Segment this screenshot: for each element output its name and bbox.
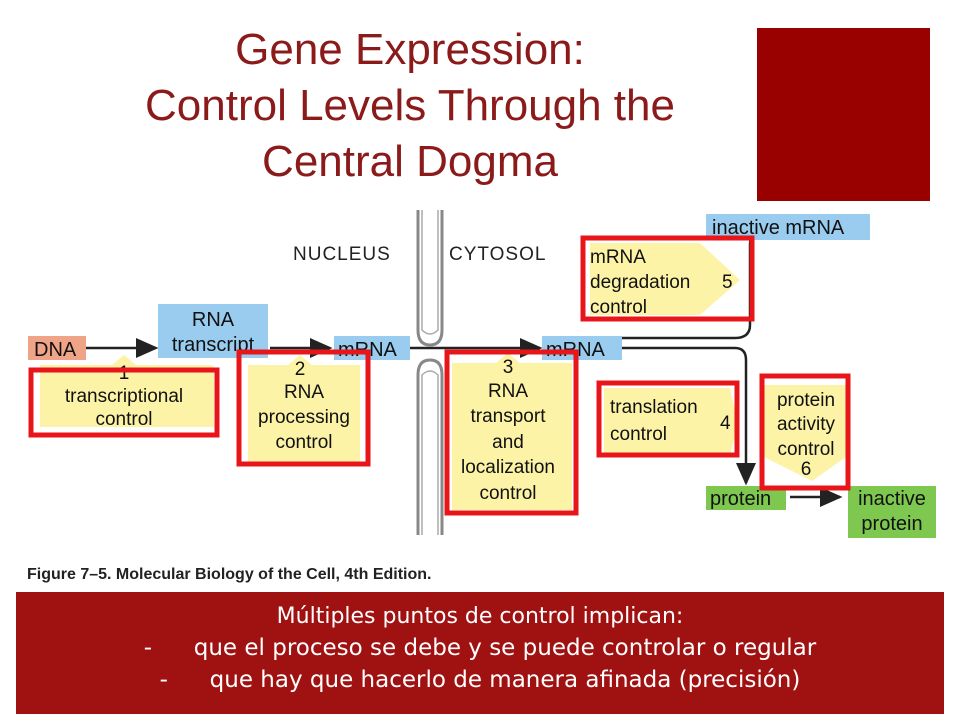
summary-heading: Múltiples puntos de control implican: xyxy=(276,604,684,629)
slide-title: Gene Expression: Control Levels Through … xyxy=(30,22,790,190)
highlight-boxes xyxy=(28,235,851,516)
step-3-line-5: control xyxy=(479,483,536,504)
summary-item: - que el proceso se debe y se puede contr… xyxy=(16,632,944,664)
highlight-box-step-3 xyxy=(444,349,579,516)
step-4-line-2: control xyxy=(610,424,667,445)
highlight-box-step-1 xyxy=(28,367,220,438)
summary-item-text: que hay que hacerlo de manera afinada (p… xyxy=(209,667,801,693)
figure-caption: Figure 7–5. Molecular Biology of the Cel… xyxy=(27,566,432,583)
step-5-line-2: degradation xyxy=(590,272,690,293)
summary-item-text: que el proceso se debe y se puede contro… xyxy=(193,635,817,661)
summary-item: - que hay que hacerlo de manera afinada (… xyxy=(16,664,944,696)
cytosol-label: CYTOSOL xyxy=(449,244,546,265)
step-2-line-1: RNA xyxy=(284,382,324,403)
step-3-line-1: RNA xyxy=(488,381,528,402)
step-backgrounds xyxy=(40,243,846,510)
step-3-line-2: transport xyxy=(471,406,547,427)
title-line-2: Control Levels Through the xyxy=(145,81,675,130)
step-3-line-4: localization xyxy=(461,457,555,478)
inactive-protein-label-2: protein xyxy=(861,513,922,535)
bullet-dash: - xyxy=(143,635,153,661)
step-5-line-3: control xyxy=(590,297,647,318)
inactive-mrna-label: inactive mRNA xyxy=(712,217,845,239)
step-5-line-1: mRNA xyxy=(590,247,646,268)
step-4-number: 4 xyxy=(720,413,731,434)
inactive-protein-label-1: inactive xyxy=(858,488,926,510)
bullet-dash: - xyxy=(159,667,168,693)
step-2-line-2: processing xyxy=(258,407,350,428)
step-4-line-1: translation xyxy=(610,397,698,418)
highlight-box-step-2 xyxy=(236,349,371,467)
highlight-box-step-4 xyxy=(596,380,740,458)
step-5-number: 5 xyxy=(722,272,733,293)
highlight-box-step-5 xyxy=(580,235,755,322)
step-3-line-3: and xyxy=(492,432,524,453)
step-6-line-1: protein xyxy=(777,390,835,411)
nucleus-label: NUCLEUS xyxy=(293,244,391,265)
step-6-number: 6 xyxy=(801,459,812,480)
nuclear-envelope xyxy=(416,210,444,535)
decorative-red-square xyxy=(757,28,930,201)
step-1-line-1: transcriptional xyxy=(65,386,183,407)
rna-transcript-label-2: transcript xyxy=(172,334,255,356)
title-line-3: Central Dogma xyxy=(262,137,558,186)
summary-box: Múltiples puntos de control implican: -q… xyxy=(16,592,944,714)
step-6-line-2: activity xyxy=(777,414,836,435)
title-line-1: Gene Expression: xyxy=(235,25,585,74)
step-2-number: 2 xyxy=(295,359,306,380)
step-3-number: 3 xyxy=(503,357,514,378)
step-1-line-2: control xyxy=(95,409,152,430)
rna-transcript-label-1: RNA xyxy=(192,309,235,331)
gene-expression-diagram: NUCLEUS CYTOSOL DNA RNA transcript mRNA … xyxy=(28,210,936,538)
step-1-number: 1 xyxy=(119,363,130,384)
highlight-box-step-6 xyxy=(759,373,851,491)
step-6-line-3: control xyxy=(777,439,834,460)
step-2-line-3: control xyxy=(275,432,332,453)
protein-label: protein xyxy=(710,488,771,510)
dna-label: DNA xyxy=(34,339,77,361)
